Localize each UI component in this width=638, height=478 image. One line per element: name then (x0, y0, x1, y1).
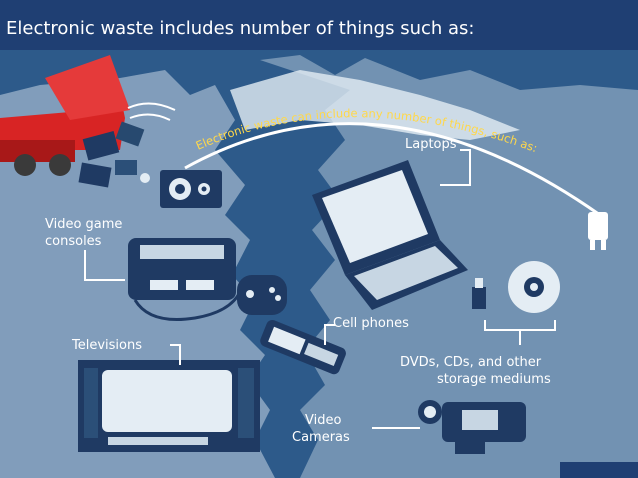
banner-text: Electronic waste can include any number … (194, 106, 540, 155)
dump-truck-icon (0, 55, 130, 176)
label-cameras-line2: Cameras (292, 430, 350, 445)
disc-icon (508, 261, 560, 313)
storage-leader (484, 320, 556, 345)
plug-icon (588, 212, 608, 250)
label-consoles-line2: consoles (45, 234, 102, 249)
label-televisions: Televisions (72, 338, 142, 353)
laptop-icon (312, 160, 468, 310)
label-laptops: Laptops (405, 137, 457, 152)
banner-arc: Electronic waste can include any number … (194, 106, 540, 155)
laptop-leader (440, 149, 471, 186)
game-console-icon (128, 238, 287, 322)
speaker-icon (160, 170, 222, 208)
power-cable (184, 122, 601, 217)
phone-leader (324, 324, 335, 345)
title-bar: Electronic waste includes number of thin… (0, 0, 638, 50)
usb-drive-icon (472, 278, 486, 309)
video-camera-icon (418, 400, 526, 454)
label-cell-phones: Cell phones (333, 316, 409, 331)
slide-title: Electronic waste includes number of thin… (6, 18, 475, 39)
svg-text:Electronic waste can include a: Electronic waste can include any number … (194, 106, 540, 155)
e-waste-illustration (0, 50, 638, 478)
label-consoles-line1: Video game (45, 217, 123, 232)
label-storage-line1: DVDs, CDs, and other (400, 355, 542, 370)
tv-leader (170, 344, 181, 365)
debris-icon (78, 102, 176, 188)
cell-phone-icon (260, 319, 346, 375)
label-cameras-line1: Video (305, 413, 342, 428)
label-storage-line2: storage mediums (437, 372, 551, 387)
paper-highlight (230, 70, 520, 140)
console-leader (84, 250, 125, 281)
television-icon (78, 360, 260, 452)
